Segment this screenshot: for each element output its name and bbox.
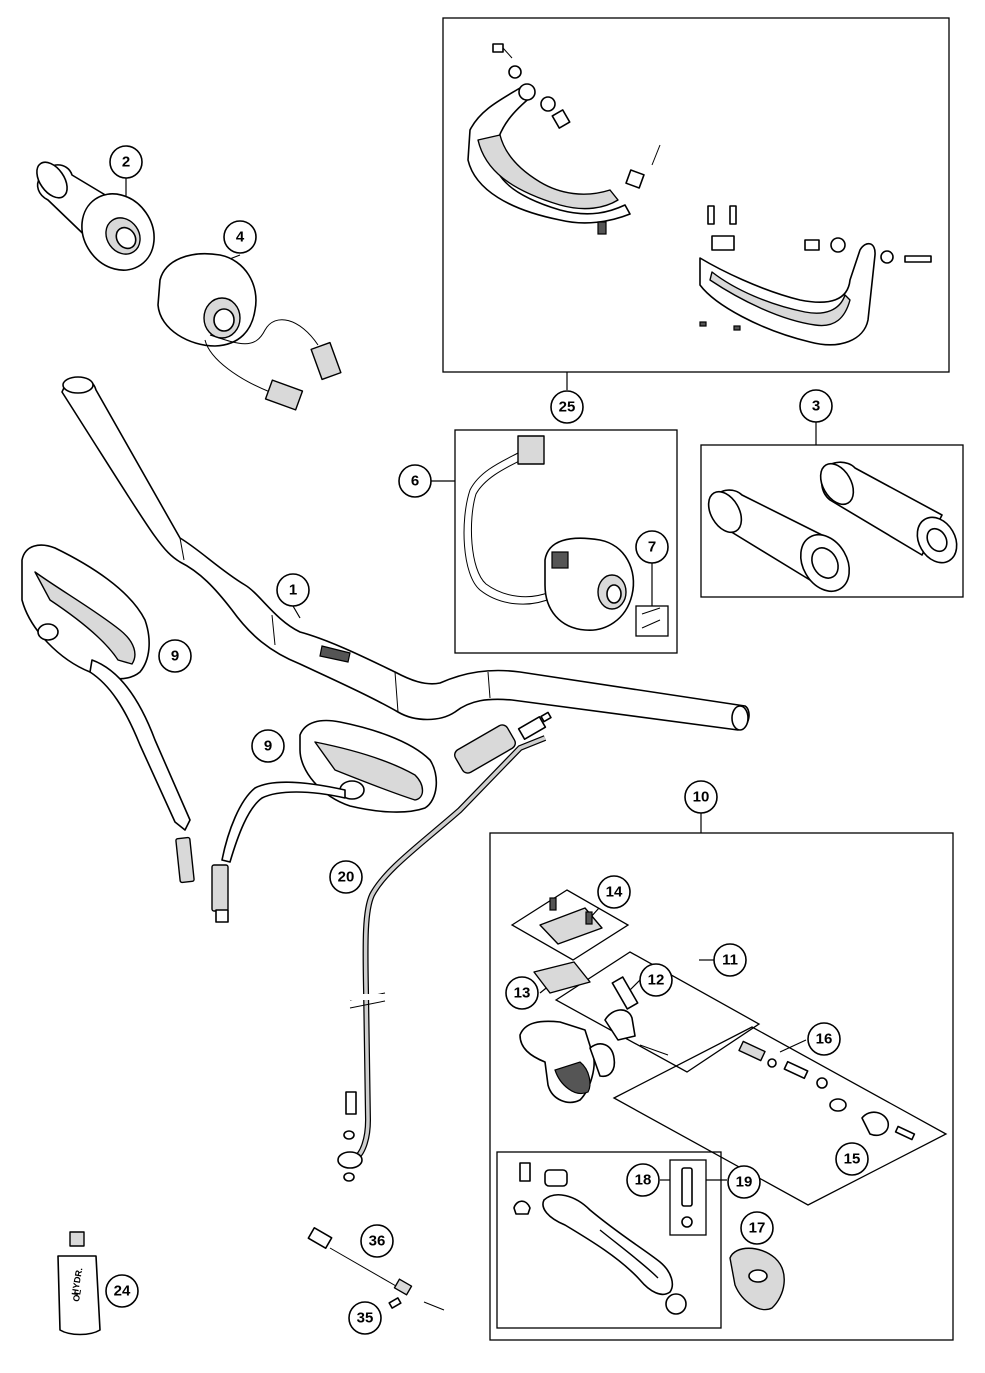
brake-light-switch <box>307 1227 445 1311</box>
brake-master-cylinder <box>519 897 916 1141</box>
svg-text:24: 24 <box>114 1283 131 1300</box>
callout-36: 36 <box>360 1224 394 1258</box>
callout-18: 18 <box>626 1163 660 1197</box>
callout-11: 11 <box>713 943 747 977</box>
svg-text:35: 35 <box>357 1310 374 1327</box>
svg-text:36: 36 <box>369 1233 386 1250</box>
callout-12: 12 <box>639 963 673 997</box>
box-switch <box>454 429 678 654</box>
right-switch-unit <box>463 435 661 631</box>
callout-4: 4 <box>223 220 257 254</box>
bottle-label-line2: OL <box>71 1288 83 1303</box>
callout-7: 7 <box>635 530 669 564</box>
box-grips <box>700 444 964 598</box>
box-cover-set <box>510 889 630 961</box>
reservoir-cover <box>729 1247 785 1311</box>
handlebar <box>61 376 750 731</box>
svg-text:9: 9 <box>171 648 179 665</box>
svg-text:13: 13 <box>514 985 531 1002</box>
svg-text:10: 10 <box>693 789 710 806</box>
callout-17: 17 <box>740 1211 774 1245</box>
brake-lever <box>513 1162 693 1315</box>
callout-9-right: 9 <box>251 729 285 763</box>
svg-text:4: 4 <box>236 229 245 246</box>
throttle-grip <box>36 161 155 271</box>
box-lever-pivot-set <box>554 951 761 1073</box>
svg-text:20: 20 <box>338 869 355 886</box>
callout-9-left: 9 <box>158 639 192 673</box>
right-mirror <box>211 719 438 923</box>
svg-text:7: 7 <box>648 539 656 556</box>
callout-2: 2 <box>109 145 143 179</box>
callout-6: 6 <box>398 464 432 498</box>
hydraulic-oil-bottle: HYDR. OL <box>57 1231 101 1336</box>
callout-20: 20 <box>329 860 363 894</box>
svg-text:12: 12 <box>648 972 665 989</box>
callout-19: 19 <box>727 1165 761 1199</box>
bottle-label-line1: HYDR. <box>70 1267 85 1296</box>
svg-text:6: 6 <box>411 473 419 490</box>
box-lever <box>496 1151 722 1329</box>
svg-text:14: 14 <box>606 884 623 901</box>
svg-text:25: 25 <box>559 399 576 416</box>
callout-1: 1 <box>276 573 310 607</box>
brake-line <box>337 711 552 1182</box>
callout-35: 35 <box>348 1301 382 1335</box>
callout-25: 25 <box>550 390 584 424</box>
left-switch-unit <box>157 253 342 411</box>
left-mirror <box>21 544 195 884</box>
svg-text:16: 16 <box>816 1031 833 1048</box>
svg-text:17: 17 <box>749 1220 766 1237</box>
callout-14: 14 <box>597 875 631 909</box>
box-hand-guards <box>442 17 950 373</box>
box-bolt-set <box>669 1159 707 1236</box>
svg-text:15: 15 <box>844 1151 861 1168</box>
callout-15: 15 <box>835 1142 869 1176</box>
svg-text:3: 3 <box>812 398 820 415</box>
svg-text:9: 9 <box>264 738 272 755</box>
svg-text:11: 11 <box>722 952 738 969</box>
callout-3: 3 <box>799 389 833 423</box>
svg-text:18: 18 <box>635 1172 652 1189</box>
svg-text:19: 19 <box>736 1174 753 1191</box>
svg-text:1: 1 <box>289 582 297 599</box>
svg-text:2: 2 <box>122 154 130 171</box>
callout-16: 16 <box>807 1022 841 1056</box>
hand-guards <box>467 43 932 346</box>
box-brake-assembly <box>489 832 954 1341</box>
callout-24: 24 <box>105 1274 139 1308</box>
callout-10: 10 <box>684 780 718 814</box>
grip-pair <box>707 461 958 593</box>
callout-13: 13 <box>505 976 539 1010</box>
